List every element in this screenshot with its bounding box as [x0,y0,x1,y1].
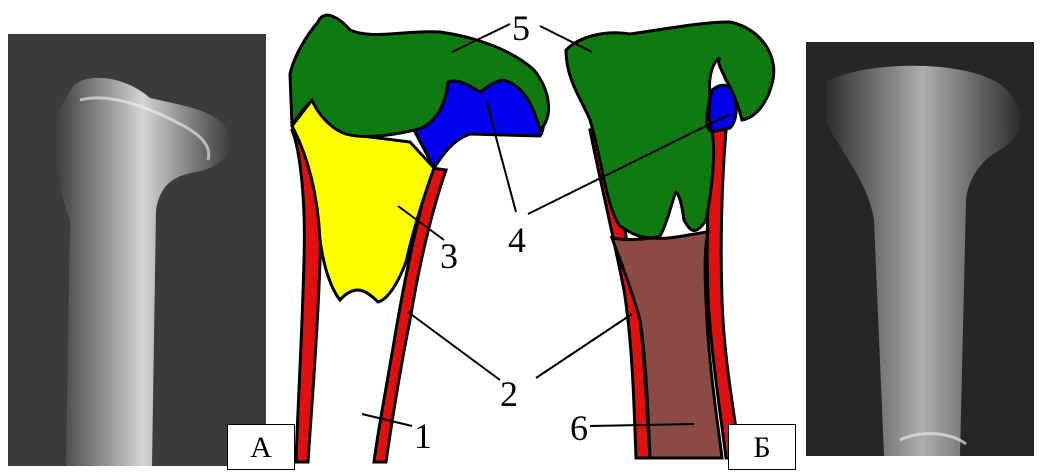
callout-6: 6 [570,408,588,448]
callout-5: 5 [512,8,530,48]
callout-2: 2 [500,374,518,414]
callout-4: 4 [508,220,526,260]
callout-1: 1 [414,416,432,456]
xray-image-left [8,34,266,466]
green-epiphysis-b [566,22,774,238]
panel-label-b: Б [728,424,796,470]
diagram-b [566,22,774,458]
xray-image-right [806,42,1034,456]
callout-3: 3 [440,236,458,276]
panel-label-a: А [227,424,295,470]
